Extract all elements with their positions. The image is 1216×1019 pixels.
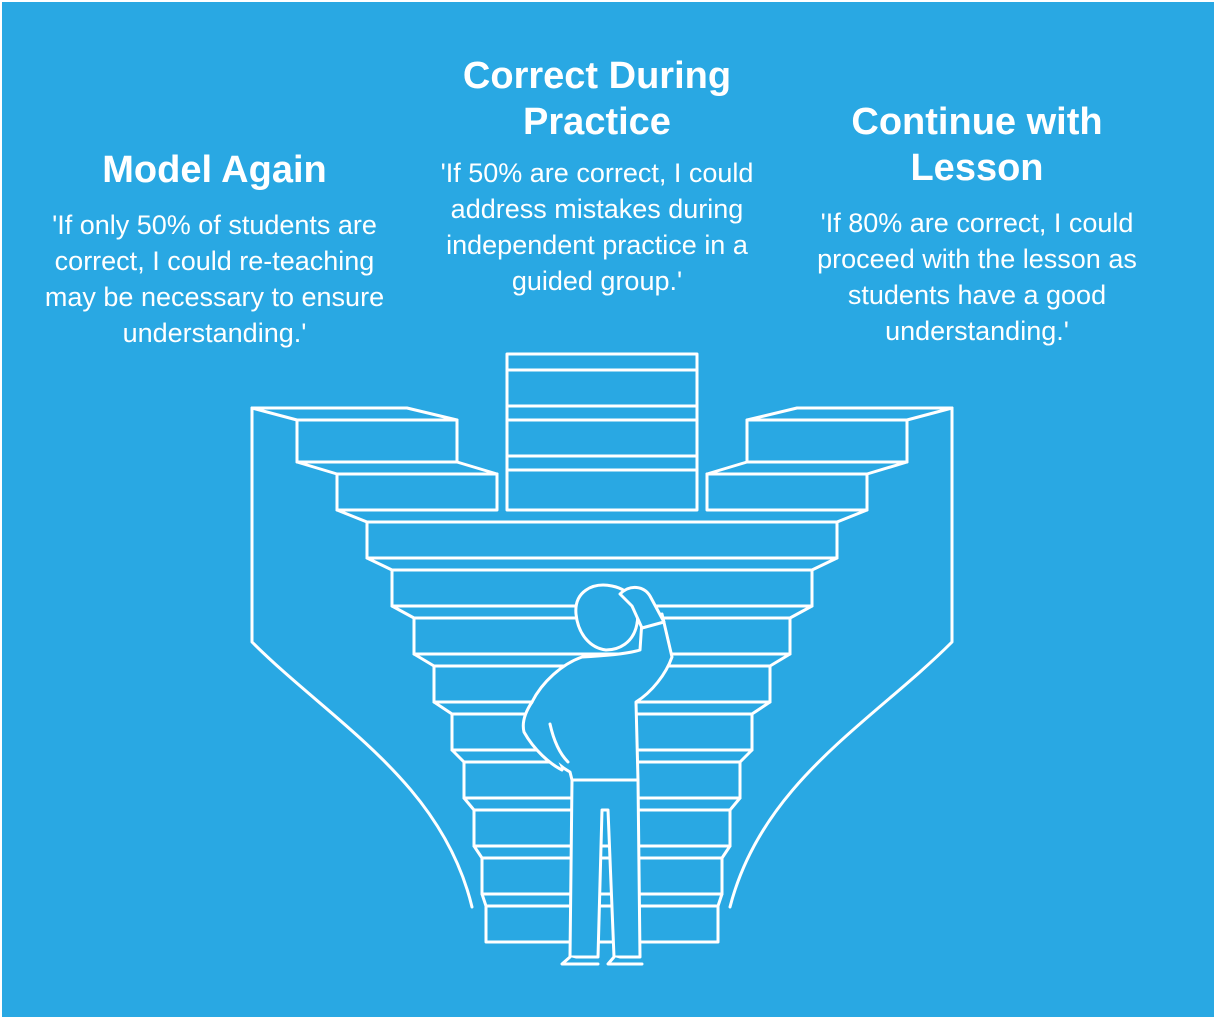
- right-wall-icon: [728, 406, 954, 909]
- option-title: Correct During Practice: [462, 55, 732, 143]
- option-title: Continue with Lesson: [851, 101, 1103, 189]
- left-wall-icon: [250, 406, 474, 909]
- right-flight-steps-icon: [705, 418, 909, 512]
- left-flight-steps-icon: [295, 418, 499, 512]
- option-model-again: Model Again 'If only 50% of students are…: [42, 147, 387, 351]
- option-description: 'If 80% are correct, I could proceed wit…: [817, 208, 1137, 346]
- middle-flight-steps-icon: [505, 352, 699, 512]
- option-continue-with-lesson: Continue with Lesson 'If 80% are correct…: [797, 99, 1157, 349]
- option-description: 'If only 50% of students are correct, I …: [44, 210, 385, 348]
- option-correct-during-practice: Correct During Practice 'If 50% are corr…: [412, 53, 782, 299]
- option-description: 'If 50% are correct, I could address mis…: [440, 158, 754, 296]
- thinking-person-icon: [521, 583, 674, 966]
- option-title: Model Again: [102, 149, 327, 191]
- landing-step-icon: [335, 508, 869, 560]
